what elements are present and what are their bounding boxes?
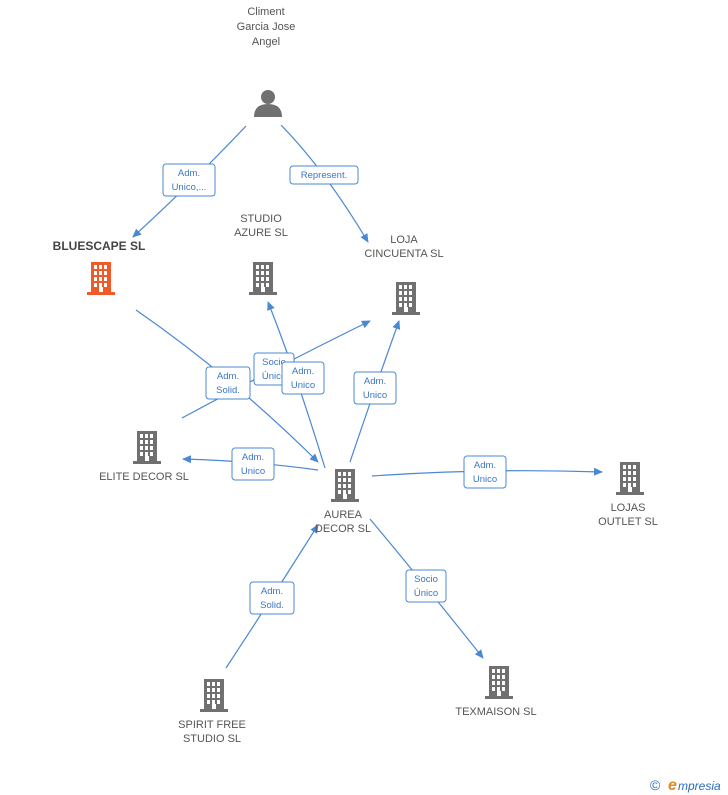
edge-label-bluescape-aurea[interactable]: Adm. Solid. <box>205 366 251 400</box>
edge-label-climent-loja[interactable]: Represent. <box>289 165 359 185</box>
brand-initial: e <box>668 777 677 794</box>
node-aurea[interactable]: AUREA DECOR SL <box>315 469 371 535</box>
edge-label-text: Unico <box>473 474 497 485</box>
node-label: LOJA <box>390 234 418 246</box>
edge-label-aurea-elite[interactable]: Adm. Unico <box>231 447 275 481</box>
node-label: LOJAS <box>611 502 646 514</box>
edge-label-text: Unico <box>291 380 315 391</box>
edge-label-aurea-loja[interactable]: Adm. Unico <box>353 371 397 405</box>
node-label: STUDIO <box>240 213 282 225</box>
building-icon <box>87 262 115 295</box>
edge-label-box <box>463 455 507 489</box>
node-label: BLUESCAPE SL <box>53 239 146 253</box>
footer-logo[interactable]: © e mpresia <box>650 777 721 794</box>
edge-label-text: Adm. <box>242 452 264 463</box>
edge-label-text: Unico <box>363 390 387 401</box>
edge-label-spirit-aurea[interactable]: Adm. Solid. <box>249 581 295 615</box>
building-icon <box>249 262 277 295</box>
edge-label-text: Adm. <box>474 460 496 471</box>
edge-label-climent-bluescape[interactable]: Adm. Unico,... <box>162 163 216 197</box>
building-icon <box>392 282 420 315</box>
edge-label-box <box>249 581 295 615</box>
edge-label-text: Unico <box>241 466 265 477</box>
node-studio[interactable]: STUDIO AZURE SL <box>234 213 288 295</box>
node-loja[interactable]: LOJA CINCUENTA SL <box>364 234 444 315</box>
edge-label-box <box>205 366 251 400</box>
node-label: DECOR SL <box>315 523 371 535</box>
node-label: SPIRIT FREE <box>178 719 246 731</box>
building-icon <box>200 679 228 712</box>
edge-label-text: Adm. <box>217 371 239 382</box>
edge-label-box <box>231 447 275 481</box>
node-label: STUDIO SL <box>183 733 241 745</box>
node-elite[interactable]: ELITE DECOR SL <box>99 431 189 483</box>
edge-label-text: Único <box>262 371 286 382</box>
node-texmaison[interactable]: TEXMAISON SL <box>455 666 537 718</box>
edge-label-text: Socio <box>262 357 286 368</box>
node-label: CINCUENTA SL <box>364 248 443 260</box>
person-icon <box>254 90 282 117</box>
edge-label-box <box>289 165 359 185</box>
building-icon <box>485 666 513 699</box>
edge-label-text: Solid. <box>260 600 284 611</box>
node-label: AZURE SL <box>234 227 288 239</box>
node-label: OUTLET SL <box>598 516 658 528</box>
edge-label-text: Solid. <box>216 385 240 396</box>
edge-label-box <box>162 163 216 197</box>
node-label: Garcia Jose <box>237 21 296 33</box>
edge-label-text: Adm. <box>292 366 314 377</box>
building-icon <box>331 469 359 502</box>
edge-label-text: Adm. <box>364 376 386 387</box>
edge-label-aurea-lojas[interactable]: Adm. Unico <box>463 455 507 489</box>
edge-label-text: Adm. <box>178 168 200 179</box>
node-bluescape[interactable]: BLUESCAPE SL <box>53 239 146 295</box>
node-spirit[interactable]: SPIRIT FREE STUDIO SL <box>178 679 246 745</box>
node-lojas[interactable]: LOJAS OUTLET SL <box>598 462 658 528</box>
node-label: TEXMAISON SL <box>455 706 536 718</box>
edge-label-text: Unico,... <box>172 182 207 193</box>
edge-label-box <box>405 569 447 603</box>
edge-label-box <box>281 361 325 395</box>
edge-label-text: Represent. <box>301 170 347 181</box>
node-label: Angel <box>252 36 280 48</box>
edge-label-text: Adm. <box>261 586 283 597</box>
copyright-icon: © <box>650 777 661 793</box>
edge-label-elite-loja[interactable]: Adm. Unico <box>281 361 325 395</box>
node-label: ELITE DECOR SL <box>99 471 189 483</box>
node-label: AUREA <box>324 509 363 521</box>
edge-label-text: Único <box>414 588 438 599</box>
node-label: Climent <box>247 6 284 18</box>
brand-name: mpresia <box>678 779 721 793</box>
building-icon <box>616 462 644 495</box>
edge-label-box <box>353 371 397 405</box>
building-icon <box>133 431 161 464</box>
edge-label-text: Socio <box>414 574 438 585</box>
